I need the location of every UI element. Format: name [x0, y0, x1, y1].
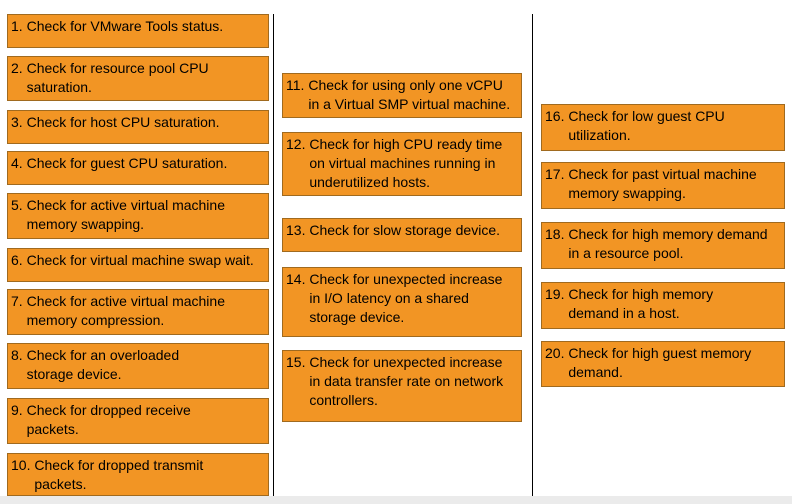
- check-number: 7.: [11, 293, 23, 309]
- check-number: 19.: [545, 286, 565, 302]
- check-text: Check for unexpected increase in I/O lat…: [309, 271, 503, 325]
- check-number: 8.: [11, 347, 23, 363]
- check-text: Check for slow storage device.: [309, 222, 500, 238]
- check-number: 11.: [286, 77, 305, 93]
- check-text: Check for guest CPU saturation.: [26, 155, 228, 171]
- check-text: Check for virtual machine swap wait.: [26, 252, 254, 268]
- check-number: 15.: [286, 354, 306, 370]
- check-number: 13.: [286, 222, 306, 238]
- check-text: Check for high CPU ready time on virtual…: [309, 136, 503, 190]
- check-item-9: 9. Check for dropped receive packets.: [7, 398, 269, 444]
- check-number: 18.: [545, 226, 565, 242]
- check-text: Check for low guest CPU utilization.: [568, 108, 725, 143]
- check-number: 5.: [11, 197, 23, 213]
- check-item-14: 14. Check for unexpected increase in I/O…: [282, 267, 522, 337]
- check-text: Check for active virtual machine memory …: [26, 293, 225, 328]
- check-item-1: 1. Check for VMware Tools status.: [7, 14, 269, 48]
- check-item-18: 18. Check for high memory demand in a re…: [541, 222, 785, 269]
- check-text: Check for dropped receive packets.: [26, 402, 191, 437]
- check-text: Check for an overloaded storage device.: [26, 347, 180, 382]
- check-item-13: 13. Check for slow storage device.: [282, 218, 522, 252]
- check-item-7: 7. Check for active virtual machine memo…: [7, 289, 269, 335]
- check-number: 14.: [286, 271, 306, 287]
- check-text: Check for high guest memory demand.: [568, 345, 752, 380]
- check-number: 9.: [11, 402, 23, 418]
- check-text: Check for VMware Tools status.: [26, 18, 224, 34]
- check-number: 20.: [545, 345, 565, 361]
- check-item-10: 10. Check for dropped transmit packets.: [7, 453, 269, 496]
- check-item-19: 19. Check for high memory demand in a ho…: [541, 282, 785, 329]
- check-text: Check for high memory demand in a host.: [568, 286, 714, 321]
- check-text: Check for high memory demand in a resour…: [568, 226, 768, 261]
- check-item-6: 6. Check for virtual machine swap wait.: [7, 248, 269, 282]
- check-number: 6.: [11, 252, 23, 268]
- check-item-3: 3. Check for host CPU saturation.: [7, 110, 269, 144]
- check-number: 2.: [11, 60, 23, 76]
- check-number: 3.: [11, 114, 23, 130]
- column-divider-right: [532, 14, 533, 496]
- check-item-20: 20. Check for high guest memory demand.: [541, 341, 785, 387]
- column-divider-left: [273, 14, 274, 496]
- check-number: 1.: [11, 18, 23, 34]
- bottom-strip: [0, 496, 792, 504]
- check-text: Check for unexpected increase in data tr…: [309, 354, 504, 408]
- check-item-4: 4. Check for guest CPU saturation.: [7, 151, 269, 185]
- check-text: Check for resource pool CPU saturation.: [26, 60, 209, 95]
- check-item-15: 15. Check for unexpected increase in dat…: [282, 350, 522, 422]
- check-item-11: 11. Check for using only one vCPU in a V…: [282, 73, 522, 118]
- check-number: 17.: [545, 166, 565, 182]
- check-item-5: 5. Check for active virtual machine memo…: [7, 193, 269, 239]
- check-item-8: 8. Check for an overloaded storage devic…: [7, 343, 269, 389]
- check-number: 4.: [11, 155, 23, 171]
- check-text: Check for dropped transmit packets.: [34, 457, 204, 492]
- check-text: Check for using only one vCPU in a Virtu…: [308, 77, 511, 112]
- check-number: 12.: [286, 136, 306, 152]
- check-number: 16.: [545, 108, 565, 124]
- check-item-12: 12. Check for high CPU ready time on vir…: [282, 132, 522, 196]
- check-text: Check for host CPU saturation.: [26, 114, 220, 130]
- check-number: 10.: [11, 457, 31, 473]
- check-text: Check for active virtual machine memory …: [26, 197, 225, 232]
- check-item-2: 2. Check for resource pool CPU saturatio…: [7, 56, 269, 101]
- check-item-17: 17. Check for past virtual machine memor…: [541, 162, 785, 209]
- check-item-16: 16. Check for low guest CPU utilization.: [541, 104, 785, 151]
- check-text: Check for past virtual machine memory sw…: [568, 166, 757, 201]
